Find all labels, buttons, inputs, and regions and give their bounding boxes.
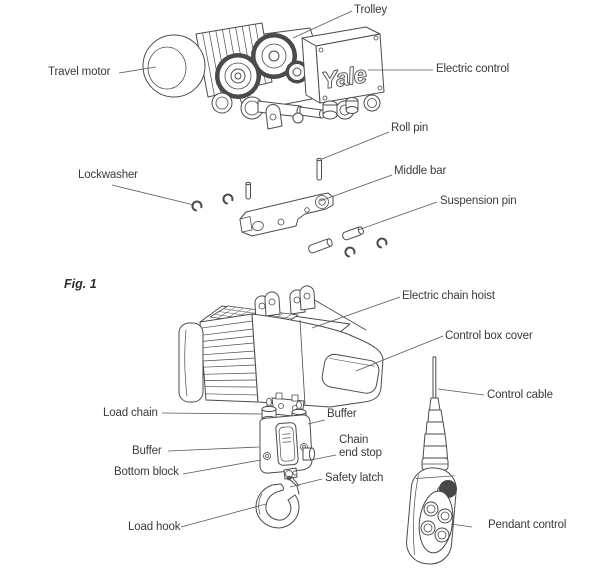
label-chain-end-stop-line1: Chain: [339, 434, 369, 446]
label-trolley: Trolley: [354, 4, 388, 16]
label-electric-chain-hoist: Electric chain hoist: [402, 290, 495, 302]
label-electric-control: Electric control: [436, 63, 510, 75]
gear-train-drawing: [215, 33, 309, 99]
label-chain-end-stop-line2: end stop: [339, 446, 382, 459]
control-box-cover-drawing: [251, 313, 384, 408]
lockwasher-clips-drawing: [191, 193, 388, 258]
pendant-control-drawing: [406, 356, 457, 565]
label-lockwasher: Lockwasher: [78, 169, 138, 181]
pendant-body-drawing: [406, 467, 457, 565]
label-control-cable: Control cable: [487, 389, 553, 401]
label-load-chain: Load chain: [103, 407, 158, 419]
figure-caption: Fig. 1: [64, 277, 97, 291]
load-hook-drawing: [255, 467, 300, 529]
label-bottom-block: Bottom block: [114, 466, 179, 478]
label-suspension-pin: Suspension pin: [440, 195, 517, 207]
safety-latch-drawing: [286, 475, 300, 495]
label-chain-end-stop: Chain end stop: [339, 434, 382, 459]
pendant-buttons: [420, 501, 453, 543]
hoist-motor-housing: [178, 313, 259, 403]
label-roll-pin: Roll pin: [391, 122, 429, 134]
trolley-assembly-drawing: Yale: [142, 22, 385, 130]
hoist-drawing: [178, 285, 384, 418]
control-cable-drawing: [421, 356, 449, 471]
label-pendant-control: Pendant control: [488, 519, 567, 531]
label-travel-motor: Travel motor: [48, 66, 111, 78]
label-middle-bar: Middle bar: [394, 165, 447, 177]
label-load-hook: Load hook: [128, 521, 181, 533]
suspension-lugs-drawing: [254, 285, 367, 331]
label-buffer-upper: Buffer: [327, 408, 357, 420]
label-safety-latch: Safety latch: [325, 472, 384, 484]
chain-end-stop-drawing: [302, 447, 316, 461]
roll-pin-drawing: [245, 157, 322, 200]
label-buffer-lower: Buffer: [132, 445, 162, 457]
leader-lines: [111, 10, 485, 528]
yale-logo: Yale: [320, 61, 369, 95]
electric-control-box-drawing: Yale: [301, 26, 385, 120]
suspension-pin-drawing: [308, 226, 364, 254]
bottom-block-drawing: [259, 405, 316, 474]
middle-bar-drawing: [239, 192, 334, 237]
suspension-hardware-drawing: [191, 157, 388, 258]
label-control-box-cover: Control box cover: [445, 330, 533, 342]
